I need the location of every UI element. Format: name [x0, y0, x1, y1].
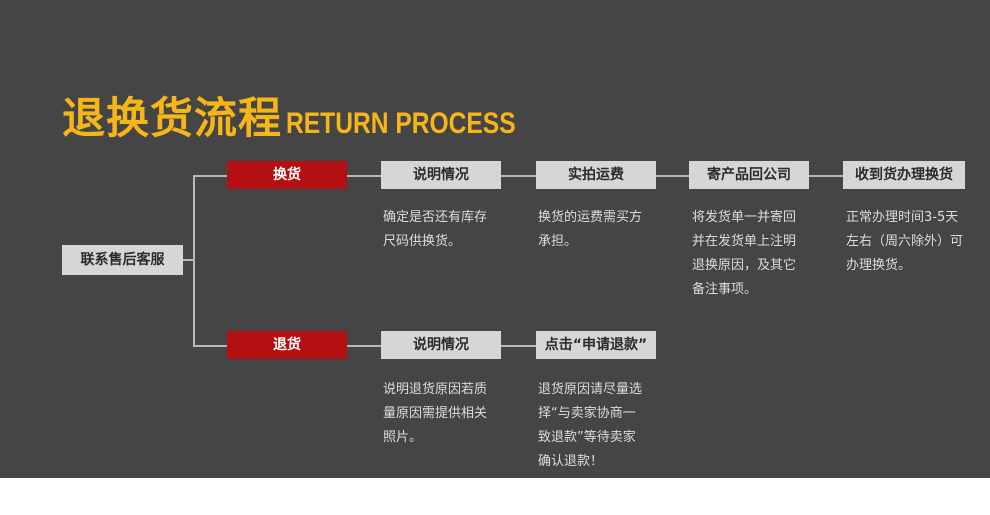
exchange-step-1-label: 说明情况	[413, 167, 469, 183]
desc-line: 办理换货。	[846, 258, 912, 273]
desc-line: 致退款”等待卖家	[538, 430, 636, 445]
desc-line: 说明退货原因若质	[383, 382, 488, 397]
desc-line: 退货原因请尽量选	[538, 382, 643, 397]
exchange-step-4-label: 收到货办理换货	[855, 167, 953, 183]
desc-line: 左右（周六除外）可	[846, 234, 964, 249]
desc-line: 承担。	[538, 234, 578, 249]
refund-step-2: 点击“申请退款”	[536, 331, 656, 359]
desc-line: 并在发货单上注明	[692, 234, 797, 249]
exchange-step-2-desc: 换货的运费需买方 承担。	[538, 206, 642, 254]
desc-line: 正常办理时间3-5天	[846, 210, 959, 225]
refund-step-1: 说明情况	[381, 331, 501, 359]
refund-step-2-desc: 退货原因请尽量选 择“与卖家协商一 致退款”等待卖家 确认退款！	[538, 378, 642, 474]
refund-tag-label: 退货	[273, 337, 301, 353]
connector-branch-vertical	[193, 175, 195, 347]
desc-line: 量原因需提供相关	[383, 406, 488, 421]
exchange-tag-label: 换货	[273, 167, 301, 183]
desc-line: 备注事项。	[692, 282, 758, 297]
exchange-step-1: 说明情况	[381, 161, 501, 189]
exchange-step-1-desc: 确定是否还有库存 尺码供换货。	[383, 206, 487, 254]
desc-line: 退换原因，及其它	[692, 258, 797, 273]
desc-line: 确定是否还有库存	[383, 210, 488, 225]
start-node: 联系售后客服	[62, 245, 183, 275]
title-english: RETURN PROCESS	[286, 107, 516, 140]
exchange-step-4-desc: 正常办理时间3-5天 左右（周六除外）可 办理换货。	[846, 206, 963, 278]
desc-line: 尺码供换货。	[383, 234, 462, 249]
desc-line: 将发货单一并寄回	[692, 210, 797, 225]
desc-line: 确认退款！	[538, 454, 604, 469]
refund-step-1-desc: 说明退货原因若质 量原因需提供相关 照片。	[383, 378, 487, 450]
desc-line: 照片。	[383, 430, 423, 445]
connector-to-exchange	[193, 175, 227, 177]
exchange-step-2: 实拍运费	[536, 161, 656, 189]
exchange-step-2-label: 实拍运费	[568, 167, 624, 183]
exchange-step-4: 收到货办理换货	[843, 161, 965, 189]
desc-line: 择“与卖家协商一	[538, 406, 636, 421]
refund-step-1-label: 说明情况	[413, 337, 469, 353]
title-chinese: 退换货流程	[62, 94, 282, 144]
desc-line: 换货的运费需买方	[538, 210, 643, 225]
exchange-step-3-desc: 将发货单一并寄回 并在发货单上注明 退换原因，及其它 备注事项。	[692, 206, 796, 302]
exchange-step-3-label: 寄产品回公司	[707, 167, 791, 183]
exchange-tag: 换货	[227, 161, 347, 189]
start-node-label: 联系售后客服	[80, 252, 165, 268]
refund-tag: 退货	[227, 331, 347, 359]
connector-start	[183, 259, 195, 261]
exchange-step-3: 寄产品回公司	[689, 161, 809, 189]
refund-step-2-label: 点击“申请退款”	[544, 337, 648, 353]
connector-to-refund	[193, 345, 227, 347]
